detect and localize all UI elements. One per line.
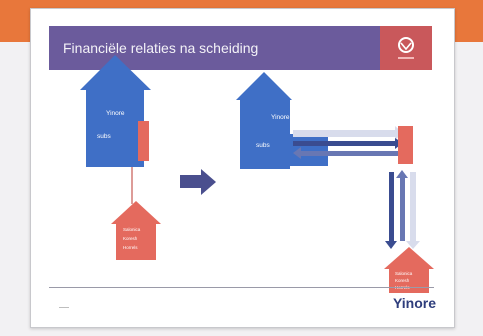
left-child-label-2: Koresh — [123, 236, 138, 241]
left-child-label-1: Salonica — [123, 227, 141, 232]
slide-title: Financiële relaties na scheiding — [63, 40, 259, 56]
house-right-parent: Yinore subs — [236, 72, 328, 169]
right-child-label-2: Koresh — [395, 278, 410, 283]
right-arrow-icon — [180, 169, 216, 195]
vertical-arrows — [385, 170, 420, 249]
slide: Financiële relaties na scheiding Yinore … — [30, 8, 455, 328]
connector-block-left — [138, 121, 149, 161]
horizontal-arrows — [293, 126, 403, 159]
footer-divider — [49, 287, 434, 288]
left-parent-label-1: Yinore — [106, 110, 125, 117]
logo-icon — [380, 26, 432, 70]
right-parent-label-2: subs — [256, 142, 270, 149]
left-child-label-3: Horrels — [123, 245, 138, 250]
right-child-label-1: Salonica — [395, 271, 413, 276]
right-parent-label-1: Yinore — [271, 114, 290, 121]
house-left-child: Salonica Koresh Horrels — [111, 201, 161, 260]
left-parent-label-2: subs — [97, 133, 111, 140]
connector-block-right — [398, 126, 413, 164]
house-left-parent: Yinore subs — [80, 55, 151, 167]
house-right-child: Salonica Koresh Horrels — [384, 247, 434, 293]
brand-logo: Yinore — [392, 295, 436, 311]
diagram: Yinore subs Salonica Koresh Horrels — [80, 55, 434, 293]
footer-text: —— — [59, 305, 69, 311]
